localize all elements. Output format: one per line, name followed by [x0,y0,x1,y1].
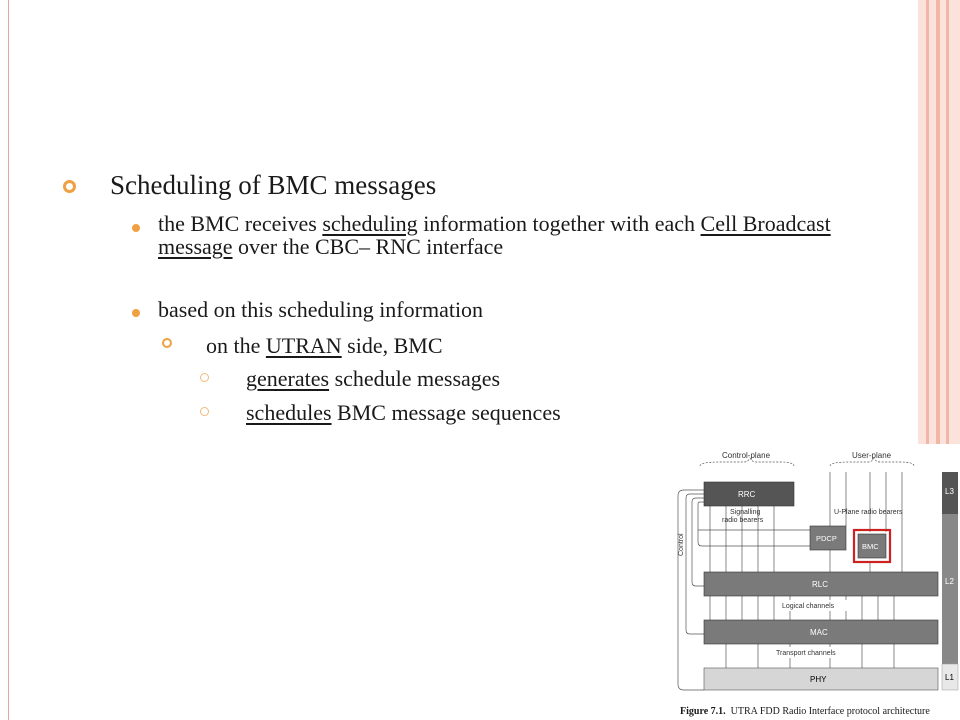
signalling-label: Signalling [730,509,760,516]
bullet-ring-icon [162,338,172,348]
bmc-highlight [852,528,892,564]
layer-l2-bar [942,514,958,664]
bullet-generates: generates schedule messages [246,366,501,391]
phy-block [703,667,939,691]
control-label: Control [678,533,685,556]
generates-link[interactable]: generates [246,366,330,391]
slide-heading: Scheduling of BMC messages [110,170,437,200]
rlc-label: RLC [812,580,828,589]
bullet-schedules: schedules BMC message sequences [246,400,561,425]
schedules-link[interactable]: schedules [246,400,332,425]
scheduling-link[interactable]: scheduling [322,211,418,236]
transport-channels-label: Transport channels [776,650,836,657]
rrc-label: RRC [738,490,756,499]
user-plane-label: User-plane [852,451,892,460]
bullet-ring-small-icon [200,407,209,416]
phy-label: PHY [810,675,827,684]
bullet-based-on: based on this scheduling information [158,297,484,322]
bullet-utran-side: on the UTRAN side, BMC [206,333,443,358]
l2-label: L2 [945,577,954,586]
bmc-block [857,533,887,559]
bmc-label: BMC [862,542,879,551]
protocol-architecture-figure: L3 L2 L1 Control-plane User-plane [660,444,960,720]
rlc-block [703,571,939,597]
bullet-dot-icon [132,224,140,232]
uplane-bearers-label: U-Plane radio bearers [834,509,903,516]
bullet-scheduling-info: the BMC receives scheduling information … [158,211,831,259]
layer-l1-bar [941,663,959,691]
layer-l3-bar [942,472,958,514]
pdcp-label: PDCP [816,534,837,543]
slide-left-border [8,0,9,720]
bullet-dot-icon [132,309,140,317]
rrc-block [703,481,795,507]
cell-broadcast-message-link[interactable]: Cell Broadcast message [158,211,831,259]
mac-label: MAC [810,628,828,637]
utran-link[interactable]: UTRAN [265,333,342,358]
l3-label: L3 [945,487,954,496]
logical-channels-label: Logical channels [782,603,835,610]
heading-bullet-icon [63,180,76,193]
pdcp-block [809,525,847,551]
signalling-bearers-label: radio bearers [722,517,764,524]
l1-label: L1 [945,673,954,682]
bullet-ring-small-icon [200,373,209,382]
mac-block [703,619,939,645]
figure-caption: Figure 7.1. UTRA FDD Radio Interface pro… [680,706,930,717]
control-plane-label: Control-plane [722,451,771,460]
